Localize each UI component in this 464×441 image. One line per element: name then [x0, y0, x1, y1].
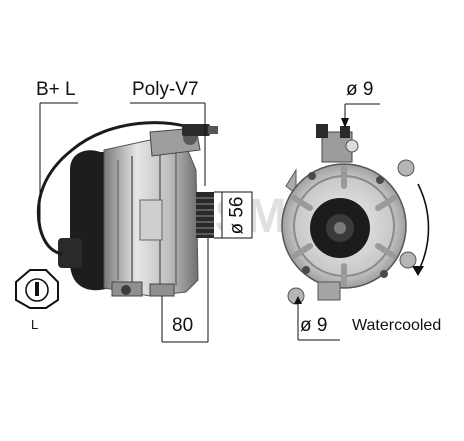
- terminals-label: B+ L: [36, 79, 76, 100]
- cooling-label: Watercooled: [352, 317, 442, 334]
- length-label: 80: [172, 315, 194, 336]
- pulley-diameter-label: ø 56: [226, 196, 248, 235]
- pulley-label: Poly-V7: [132, 79, 199, 100]
- top-diameter-label: ø 9: [346, 79, 374, 100]
- leader-lines: [39, 102, 380, 343]
- connector-pin-label: L: [31, 317, 39, 332]
- alternator-front-view: [281, 124, 430, 305]
- bottom-diameter-label: ø 9: [300, 315, 328, 336]
- alternator-side-view: [36, 121, 218, 297]
- connector-symbol: [15, 269, 59, 309]
